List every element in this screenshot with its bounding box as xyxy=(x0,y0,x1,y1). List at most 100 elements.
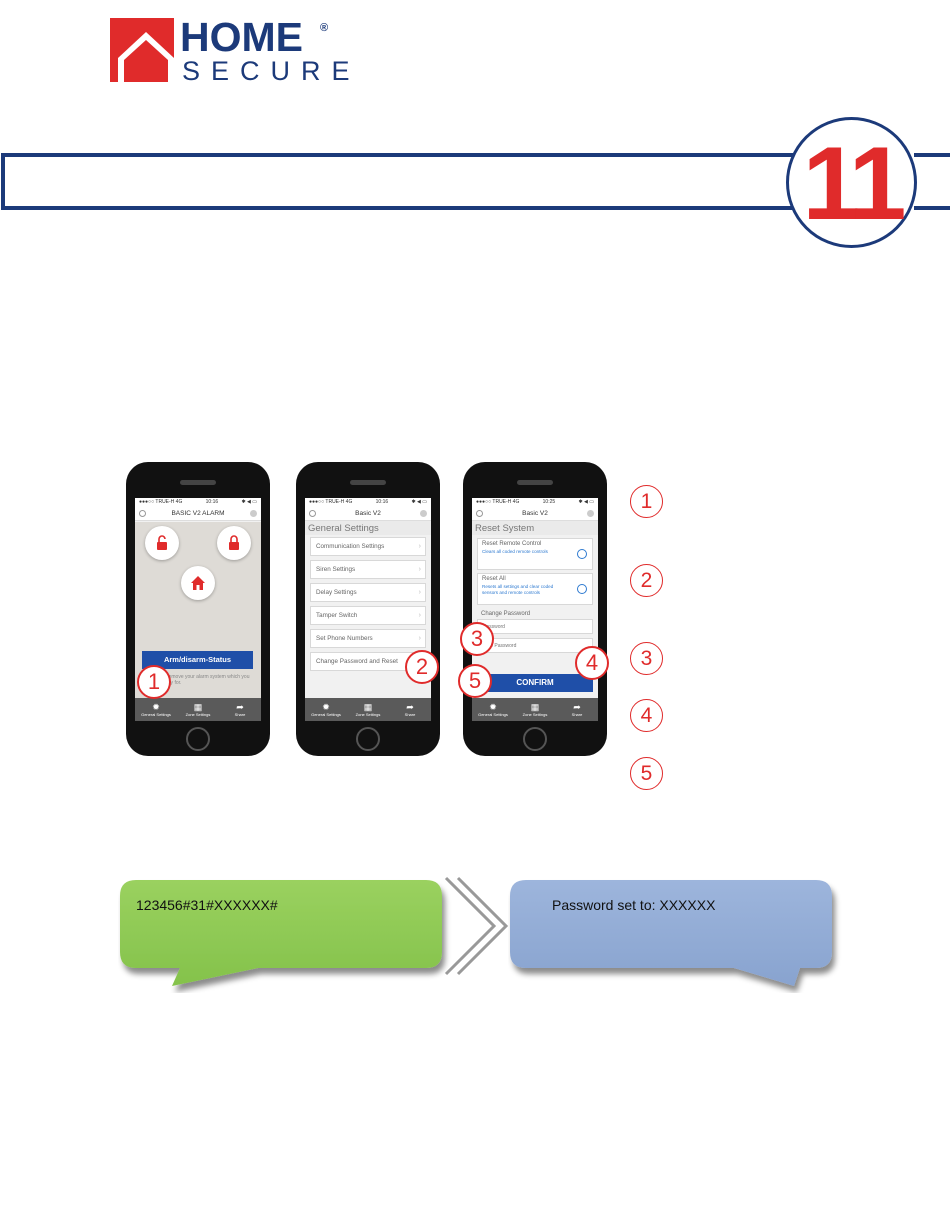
status-time: 10:25 xyxy=(542,499,556,505)
legend-marker-4: 4 xyxy=(630,699,663,732)
section-header-bar xyxy=(1,153,801,210)
step-marker-5: 5 xyxy=(458,664,492,698)
page-heading: Reset System xyxy=(472,521,598,535)
carrier-signal: ●●●○○ TRUE-H 4G xyxy=(309,499,353,505)
phone-home-button xyxy=(356,727,380,751)
back-icon[interactable] xyxy=(309,510,316,517)
carrier-signal: ●●●○○ TRUE-H 4G xyxy=(139,499,183,505)
tab-general-settings[interactable]: ✹General Settings xyxy=(478,702,508,717)
arm-disarm-status-button[interactable]: Arm/disarm-Status xyxy=(142,651,253,669)
step-marker-1: 1 xyxy=(137,665,171,699)
phone-speaker xyxy=(350,480,386,485)
menu-item-label: Set Phone Numbers xyxy=(316,635,373,642)
menu-dot-icon[interactable] xyxy=(420,510,427,517)
menu-item-label: Tamper Switch xyxy=(316,612,358,619)
app-nav-bar: Basic V2 xyxy=(472,507,598,521)
tab-label: Share xyxy=(404,712,416,717)
tab-zone-settings[interactable]: ▦Zone Settings xyxy=(353,702,383,717)
arrow-chevron-icon xyxy=(444,876,509,976)
menu-item-label: Delay Settings xyxy=(316,589,357,596)
tab-label: General Settings xyxy=(141,712,171,717)
carrier-signal: ●●●○○ TRUE-H 4G xyxy=(476,499,520,505)
change-password-label: Change Password xyxy=(481,611,531,617)
status-icons: ✱ ◀ ▭ xyxy=(241,499,257,505)
arm-button[interactable] xyxy=(217,526,251,560)
status-bar: ●●●○○ TRUE-H 4G 10:25 ✱ ◀ ▭ xyxy=(472,498,598,507)
reset-all-title: Reset All xyxy=(482,576,506,582)
section-number: 11 xyxy=(802,126,907,242)
app-nav-bar: BASIC V2 ALARM xyxy=(135,507,261,521)
tab-label: Zone Settings xyxy=(355,712,381,717)
share-icon: ➦ xyxy=(406,702,414,712)
menu-dot-icon[interactable] xyxy=(250,510,257,517)
menu-item-delay[interactable]: Delay Settings› xyxy=(310,583,426,602)
tab-general-settings[interactable]: ✹General Settings xyxy=(311,702,341,717)
legend-marker-1: 1 xyxy=(630,485,663,518)
page-heading: General Settings xyxy=(305,521,431,535)
grid-icon: ▦ xyxy=(530,702,540,712)
gear-icon: ✹ xyxy=(152,702,160,712)
registered-mark: ® xyxy=(320,22,329,34)
app-title: BASIC V2 ALARM xyxy=(171,510,225,517)
house-icon xyxy=(191,576,205,590)
menu-item-tamper[interactable]: Tamper Switch › xyxy=(310,606,426,625)
logo-secure-word: SECURE xyxy=(182,56,361,86)
section-number-badge: 11 xyxy=(786,117,917,248)
reply-sms-text: Password set to: XXXXXX xyxy=(552,897,716,913)
reset-remote-card[interactable]: Reset Remote Control Clears all coded re… xyxy=(477,538,593,570)
tab-share[interactable]: ➦Share xyxy=(395,702,425,717)
tab-zone-settings[interactable]: ▦Zone Settings xyxy=(183,702,213,717)
section-header-bar-tail xyxy=(914,153,950,210)
tab-bar: ✹General Settings ▦Zone Settings ➦Share xyxy=(135,698,261,721)
legend-marker-3: 3 xyxy=(630,642,663,675)
tab-zone-settings[interactable]: ▦Zone Settings xyxy=(520,702,550,717)
phone-settings-screen: ●●●○○ TRUE-H 4G 10:16 ✱ ◀ ▭ Basic V2 Gen… xyxy=(296,462,440,756)
back-icon[interactable] xyxy=(139,510,146,517)
house-logo-icon xyxy=(110,18,174,82)
password-input[interactable] xyxy=(477,619,593,634)
status-time: 10:16 xyxy=(205,499,219,505)
reset-icon[interactable] xyxy=(577,549,587,559)
tab-general-settings[interactable]: ✹General Settings xyxy=(141,702,171,717)
menu-item-siren[interactable]: Siren Settings › xyxy=(310,560,426,579)
share-icon: ➦ xyxy=(573,702,581,712)
reset-icon[interactable] xyxy=(577,584,587,594)
phone-speaker xyxy=(180,480,216,485)
back-icon[interactable] xyxy=(476,510,483,517)
status-icons: ✱ ◀ ▭ xyxy=(411,499,427,505)
tab-share[interactable]: ➦Share xyxy=(225,702,255,717)
status-bar: ●●●○○ TRUE-H 4G 10:16 ✱ ◀ ▭ xyxy=(135,498,261,507)
tab-label: General Settings xyxy=(311,712,341,717)
phone-screen: ●●●○○ TRUE-H 4G 10:16 ✱ ◀ ▭ Basic V2 Gen… xyxy=(305,498,431,721)
legend-marker-5: 5 xyxy=(630,757,663,790)
menu-item-communication[interactable]: Communication Settings› xyxy=(310,537,426,556)
tab-bar: ✹General Settings ▦Zone Settings ➦Share xyxy=(305,698,431,721)
step-marker-3: 3 xyxy=(460,622,494,656)
menu-item-phone-numbers[interactable]: Set Phone Numbers› xyxy=(310,629,426,648)
status-bar: ●●●○○ TRUE-H 4G 10:16 ✱ ◀ ▭ xyxy=(305,498,431,507)
reset-remote-title: Reset Remote Control xyxy=(482,541,542,547)
tab-share[interactable]: ➦Share xyxy=(562,702,592,717)
reset-all-card[interactable]: Reset All Resets all settings and clear … xyxy=(477,573,593,605)
tab-bar: ✹General Settings ▦Zone Settings ➦Share xyxy=(472,698,598,721)
menu-dot-icon[interactable] xyxy=(587,510,594,517)
step-marker-4: 4 xyxy=(575,646,609,680)
tab-label: Zone Settings xyxy=(522,712,548,717)
tab-label: General Settings xyxy=(478,712,508,717)
phone-screen: ●●●○○ TRUE-H 4G 10:25 ✱ ◀ ▭ Basic V2 Res… xyxy=(472,498,598,721)
tab-label: Share xyxy=(234,712,246,717)
chevron-right-icon: › xyxy=(418,566,421,573)
unlocked-padlock-icon xyxy=(157,535,167,550)
logo-home-word: HOME xyxy=(180,14,303,60)
menu-item-label: Siren Settings xyxy=(316,566,356,573)
disarm-button[interactable] xyxy=(145,526,179,560)
phone-home-button xyxy=(186,727,210,751)
chevron-right-icon: › xyxy=(418,543,421,550)
new-password-input[interactable] xyxy=(477,638,593,653)
chevron-right-icon: › xyxy=(418,612,421,619)
confirm-button[interactable]: CONFIRM xyxy=(477,674,593,692)
reply-sms-bubble-shape xyxy=(510,880,832,986)
tab-label: Share xyxy=(571,712,583,717)
phone-home-button xyxy=(523,727,547,751)
home-arm-button[interactable] xyxy=(181,566,215,600)
